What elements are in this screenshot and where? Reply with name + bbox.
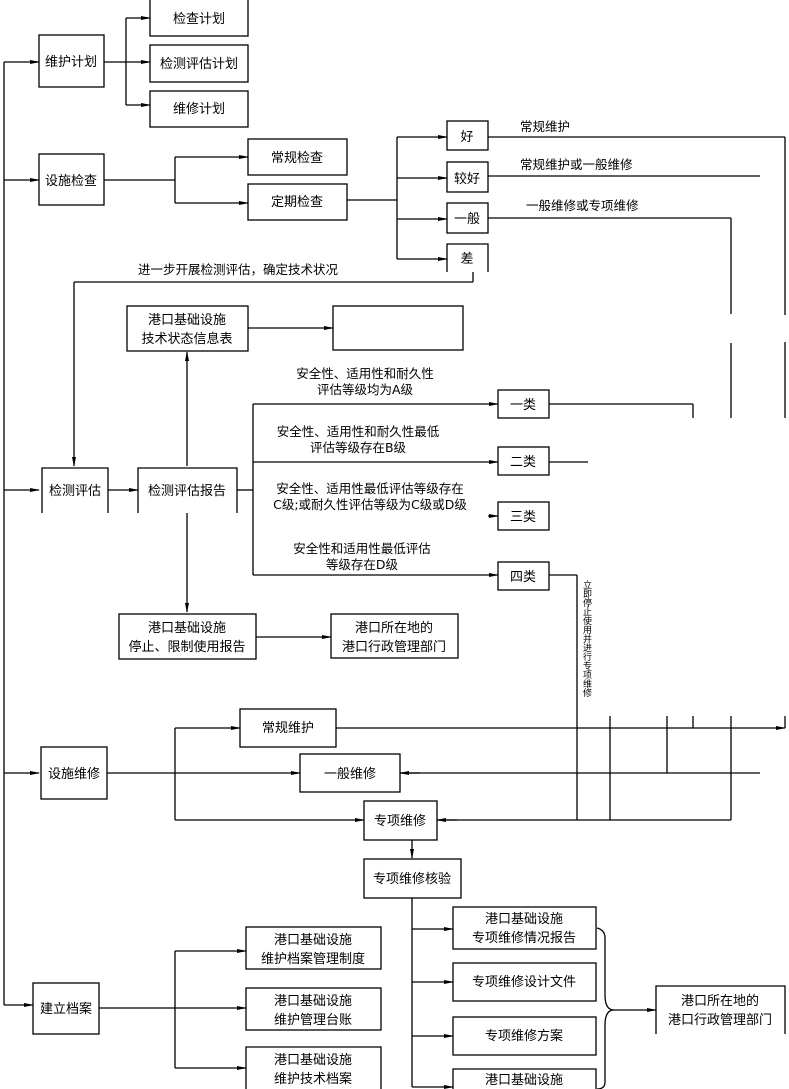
node-label: 四类 — [510, 570, 536, 585]
node-grade-fairly-good: 较好 — [446, 161, 489, 193]
node-label: 好 — [460, 130, 473, 145]
node-label: 差 — [460, 252, 473, 267]
node-label: 检查计划 — [173, 12, 225, 27]
node-label: 建立档案 — [40, 1002, 92, 1017]
node-routine-inspection: 常规检查 — [247, 138, 348, 176]
node-label: 三类 — [510, 510, 536, 525]
node-label-line2: 维护档案管理制度 — [261, 951, 365, 967]
node-label-line2: 专项维修情况报告 — [472, 931, 576, 946]
node-label: 设施检查 — [45, 174, 97, 189]
node-label-line1: 港口基础设施 — [148, 621, 226, 636]
node-port-admin-2: 港口所在地的 港口行政管理部门 — [655, 985, 786, 1034]
label-good-action: 常规维护 — [520, 119, 570, 134]
connectors — [3, 16, 786, 1089]
label-class-1-cond-line2: 评估等级均为A级 — [317, 382, 414, 397]
node-label-line1: 港口所在地的 — [681, 993, 759, 1009]
node-class-4: 四类 — [497, 561, 550, 591]
node-detection-eval: 检测评估 — [41, 467, 109, 513]
label-class-4-cond-line2: 等级存在D级 — [326, 557, 399, 572]
node-label: 检测评估报告 — [148, 484, 226, 499]
node-tech-archive: 港口基础设施 维护技术档案 — [245, 1046, 382, 1089]
node-maintenance-ledger: 港口基础设施 维护管理台账 — [245, 987, 382, 1031]
node-label-line1: 港口基础设施 — [274, 994, 352, 1009]
label-poor-action: 进一步开展检测评估，确定技术状况 — [138, 262, 339, 277]
node-label-line1: 港口基础设施 — [274, 933, 352, 948]
node-periodic-inspection: 定期检查 — [247, 183, 348, 221]
node-special-repair-design: 专项维修设计文件 — [452, 962, 597, 1002]
node-grade-good: 好 — [446, 120, 489, 151]
node-label-line2: 停止、限制使用报告 — [128, 639, 245, 655]
node-label: 专项维修设计文件 — [472, 975, 576, 990]
label-class-3-cond-line1: 安全性、适用性最低评估等级存在 — [276, 481, 464, 496]
node-label: 维护计划 — [45, 55, 97, 70]
node-label-line1: 港口所在地的 — [355, 620, 433, 636]
label-class-4-vertical: 立即停止使用并进行专项维修 — [581, 579, 592, 698]
node-label: 检测评估计划 — [160, 57, 238, 72]
node-special-repair-last: 港口基础设施 — [452, 1068, 597, 1089]
node-facility-inspection: 设施检查 — [38, 153, 105, 206]
node-special-repair-report: 港口基础设施 专项维修情况报告 — [452, 906, 597, 950]
node-label: 一般维修 — [324, 766, 376, 782]
node-faded-box — [332, 305, 464, 351]
node-special-repair: 专项维修 — [363, 800, 438, 841]
label-fairly-good-action: 常规维护或一般维修 — [520, 157, 633, 172]
node-label-line2: 港口行政管理部门 — [342, 640, 446, 655]
label-class-4-cond-line1: 安全性和适用性最低评估 — [293, 541, 431, 556]
node-maintenance-plan: 维护计划 — [38, 34, 105, 88]
node-label: 设施维修 — [48, 767, 100, 782]
label-average-action: 一般维修或专项维修 — [526, 198, 639, 213]
node-label: 一类 — [510, 398, 536, 413]
node-class-2: 二类 — [497, 446, 550, 476]
node-label: 较好 — [454, 172, 480, 187]
node-label-line1: 港口基础设施 — [485, 912, 563, 927]
node-special-repair-acceptance: 专项维修核验 — [363, 858, 462, 899]
node-special-repair-scheme: 专项维修方案 — [452, 1016, 597, 1056]
node-routine-maintenance: 常规维护 — [239, 708, 337, 748]
label-class-3-cond-line2: C级;或耐久性评估等级为C级或D级 — [273, 497, 467, 512]
node-label: 维修计划 — [173, 102, 225, 117]
node-label: 专项维修 — [374, 814, 426, 829]
node-label: 专项维修方案 — [485, 1028, 563, 1044]
node-label: 定期检查 — [271, 195, 323, 210]
node-label-line2: 港口行政管理部门 — [668, 1013, 772, 1028]
node-label: 二类 — [510, 455, 536, 470]
node-class-3: 三类 — [497, 501, 550, 531]
node-tech-status-table: 港口基础设施 技术状态信息表 — [126, 305, 249, 352]
label-class-2-cond-line1: 安全性、适用性和耐久性最低 — [277, 424, 440, 439]
node-grade-average: 一般 — [446, 202, 489, 234]
node-label-line2: 维护管理台账 — [274, 1013, 352, 1028]
node-label: 常规维护 — [262, 721, 314, 736]
node-class-1: 一类 — [497, 389, 550, 419]
node-label: 专项维修核验 — [373, 871, 451, 887]
node-label: 一般 — [454, 211, 480, 227]
node-inspection-plan: 检查计划 — [149, 0, 249, 37]
node-label-line1: 港口基础设施 — [274, 1053, 352, 1068]
edge-labels: 常规维护 常规维护或一般维修 一般维修或专项维修 进一步开展检测评估，确定技术状… — [138, 119, 639, 698]
label-class-1-cond-line1: 安全性、适用性和耐久性 — [296, 366, 434, 381]
node-facility-repair: 设施维修 — [40, 746, 108, 800]
node-port-admin-1: 港口所在地的 港口行政管理部门 — [330, 613, 459, 659]
node-detection-eval-plan: 检测评估计划 — [149, 44, 249, 83]
label-class-2-cond-line2: 评估等级存在B级 — [310, 440, 407, 455]
node-archive-system: 港口基础设施 维护档案管理制度 — [245, 926, 382, 970]
node-label-line1: 港口基础设施 — [148, 313, 226, 328]
node-label-line2: 技术状态信息表 — [141, 331, 232, 347]
node-label-line2: 维护技术档案 — [274, 1072, 352, 1087]
node-establish-archive: 建立档案 — [32, 982, 100, 1035]
node-label: 港口基础设施 — [485, 1073, 563, 1088]
node-label: 常规检查 — [271, 151, 323, 166]
node-detection-eval-report: 检测评估报告 — [137, 467, 238, 513]
node-stop-limit-report: 港口基础设施 停止、限制使用报告 — [118, 613, 257, 660]
node-repair-plan: 维修计划 — [149, 90, 249, 128]
node-label: 检测评估 — [49, 484, 101, 499]
node-general-repair: 一般维修 — [299, 753, 401, 793]
node-grade-poor: 差 — [446, 243, 489, 272]
